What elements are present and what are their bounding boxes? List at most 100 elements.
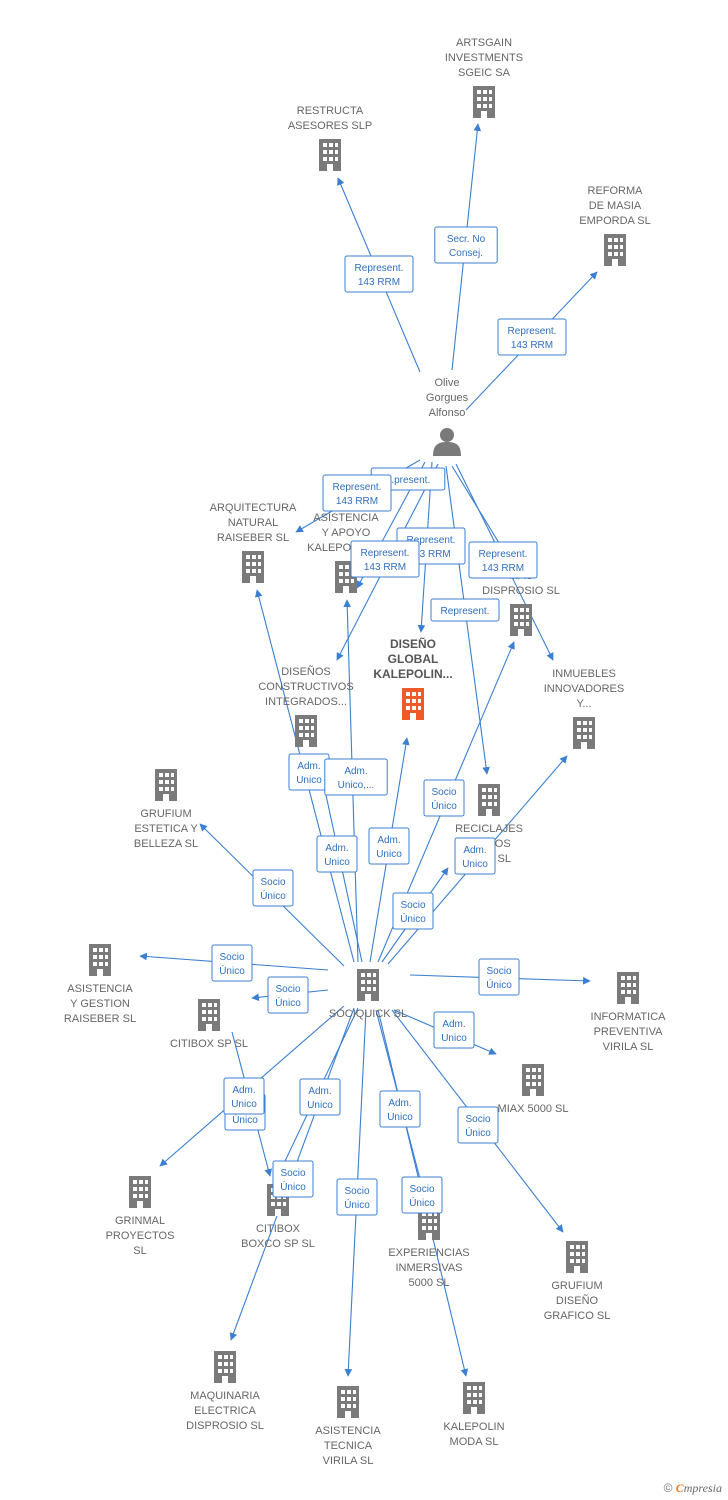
- building-icon: [357, 969, 379, 1001]
- edge-label[interactable]: Represent.143 RRM: [322, 474, 392, 512]
- edge-label-text: Unico: [307, 1100, 333, 1111]
- node-label: MAQUINARIA: [190, 1390, 260, 1402]
- node-label: RECICLAJES: [455, 823, 523, 835]
- edge-label-text: Adm.: [325, 843, 348, 854]
- node-citibox_sp[interactable]: CITIBOX SP SL: [170, 999, 248, 1050]
- edge-label-box: [252, 869, 294, 907]
- node-label: CONSTRUCTIVOS: [258, 681, 353, 693]
- node-label: KALEPOLIN...: [373, 667, 452, 681]
- edge-label-box: [211, 944, 253, 982]
- edge-label-text: Unico: [441, 1033, 467, 1044]
- edge-label-text: Único: [280, 1180, 306, 1193]
- building-icon: [155, 769, 177, 801]
- edge-label-box: [423, 779, 465, 817]
- edge-label-text: Único: [486, 978, 512, 991]
- edge-label-text: Adm.: [388, 1098, 411, 1109]
- node-label: VIRILA SL: [603, 1041, 654, 1053]
- node-sociquick[interactable]: SOCIQUICK SL: [329, 969, 407, 1020]
- edge-label-text: Adm.: [297, 761, 320, 772]
- edge-label[interactable]: Represent.143 RRM: [344, 255, 414, 293]
- edge-label-text: 143 RRM: [482, 563, 524, 574]
- node-label: PREVENTIVA: [594, 1026, 664, 1038]
- edge-label[interactable]: Represent.143 RRM: [468, 541, 538, 579]
- node-label: Gorgues: [426, 392, 469, 404]
- edge-label[interactable]: Adm.Unico: [433, 1011, 475, 1049]
- node-inmuebles[interactable]: INMUEBLESINNOVADORESY...: [544, 668, 624, 749]
- edge-label-box: [322, 474, 392, 512]
- edge-label-box: [336, 1178, 378, 1216]
- node-label: 5000 SL: [409, 1277, 450, 1289]
- node-label: KALEPOLIN: [443, 1421, 504, 1433]
- edge-label-text: Represent.: [333, 482, 382, 493]
- edge-label-text: Socio: [400, 900, 425, 911]
- node-label: RAISEBER SL: [217, 532, 289, 544]
- node-citibox_boxco[interactable]: CITIBOX BOXCO SP SL: [241, 1184, 315, 1250]
- edge-label-text: Adm.: [308, 1086, 331, 1097]
- edge-label-text: Socio: [260, 877, 285, 888]
- node-label: Olive: [434, 377, 459, 389]
- node-miax[interactable]: MIAX 5000 SL: [498, 1064, 569, 1115]
- node-label: PROYECTOS: [106, 1230, 175, 1242]
- edge-label-text: Único: [409, 1196, 435, 1209]
- node-label: Y GESTION: [70, 998, 130, 1010]
- edge-label[interactable]: Represent.143 RRM: [350, 540, 420, 578]
- edge-label[interactable]: Adm.Unico: [316, 835, 358, 873]
- node-disenos_constructivos[interactable]: DISEÑOSCONSTRUCTIVOSINTEGRADOS...: [258, 665, 354, 747]
- copyright-symbol: ©: [663, 1481, 673, 1495]
- node-label: CITIBOX: [256, 1223, 301, 1235]
- edge-label-text: Unico: [387, 1112, 413, 1123]
- edge-label[interactable]: Represent.: [430, 598, 500, 622]
- edge-label[interactable]: Adm. Unico: [299, 1078, 341, 1116]
- edge-label[interactable]: Adm. Unico: [288, 753, 330, 791]
- building-icon: [319, 139, 341, 171]
- edge-label[interactable]: Adm. Unico: [379, 1090, 421, 1128]
- edge-label-box: [223, 1077, 265, 1115]
- edge-label-text: Único: [260, 889, 286, 902]
- edge-label-box: [368, 827, 410, 865]
- edge-label[interactable]: Adm.Unico: [223, 1077, 265, 1115]
- node-label: ARQUITECTURA: [210, 502, 297, 514]
- node-label: GRINMAL: [115, 1215, 165, 1227]
- node-label: EMPORDA SL: [579, 215, 651, 227]
- edge-label-text: Unico,...: [338, 780, 375, 791]
- node-label: RAISEBER SL: [64, 1013, 136, 1025]
- edge-label-text: ...3 RRM: [411, 549, 450, 560]
- edge-label[interactable]: Adm.Unico: [454, 837, 496, 875]
- edge-label-text: Único: [219, 964, 245, 977]
- edge-label[interactable]: Adm.Unico: [368, 827, 410, 865]
- edge-label[interactable]: Adm.Unico,...: [324, 758, 388, 796]
- building-icon: [463, 1382, 485, 1414]
- node-label: CITIBOX SP SL: [170, 1038, 248, 1050]
- node-disenos_globales[interactable]: DISEÑOGLOBALKALEPOLIN...: [373, 636, 453, 720]
- node-label: BOXCO SP SL: [241, 1238, 315, 1250]
- node-label: SGEIC SA: [458, 67, 511, 79]
- edge-label-text: Unico: [296, 775, 322, 786]
- edge-label[interactable]: Represent.143 RRM: [497, 318, 567, 356]
